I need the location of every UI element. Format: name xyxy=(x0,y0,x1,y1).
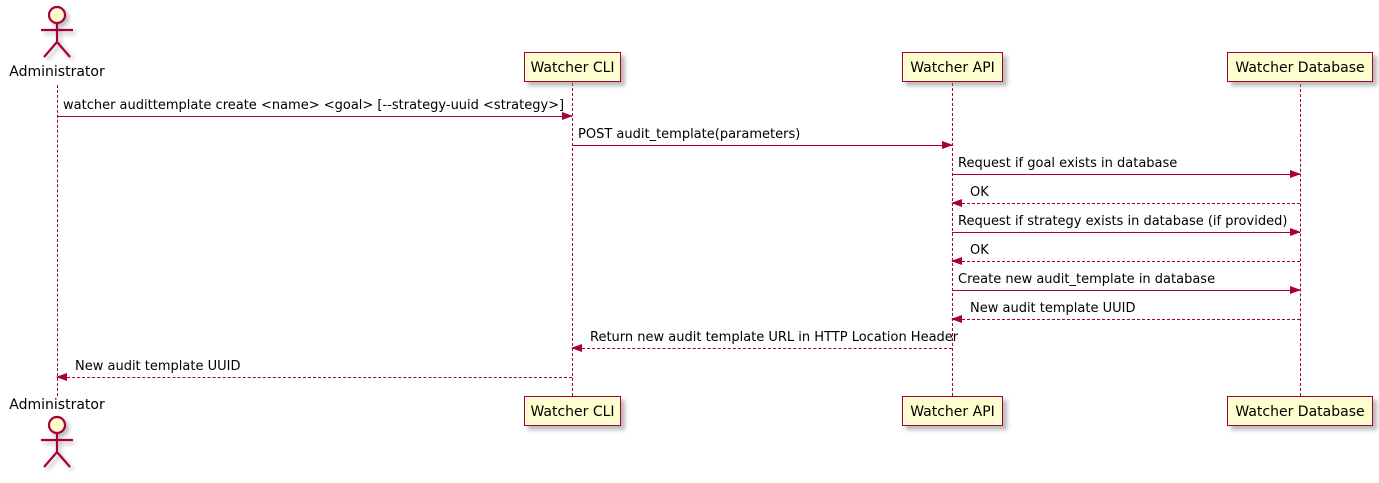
participant-watcher-cli-top: Watcher CLI xyxy=(524,52,621,82)
message-label: Create new audit_template in database xyxy=(958,272,1216,287)
administrator-label-bottom: Administrator xyxy=(9,397,105,413)
message-label: Request if strategy exists in database (… xyxy=(958,214,1288,229)
lifeline-watcher-api xyxy=(952,83,953,396)
participant-watcher-cli-bottom: Watcher CLI xyxy=(524,396,621,426)
message-label: Return new audit template URL in HTTP Lo… xyxy=(590,330,959,345)
message-arrow xyxy=(952,286,1301,294)
arrowhead-right-icon xyxy=(562,112,573,120)
message-post-audit-template: POST audit_template(parameters) xyxy=(572,127,953,149)
message-request-goal-exists: Request if goal exists in database xyxy=(952,156,1301,178)
arrowhead-left-icon xyxy=(951,257,962,265)
message-label: Request if goal exists in database xyxy=(958,156,1178,171)
arrowhead-right-icon xyxy=(1290,228,1301,236)
lifeline-watcher-cli xyxy=(572,83,573,396)
message-new-uuid-to-admin: New audit template UUID xyxy=(56,359,572,381)
lifeline-watcher-database xyxy=(1300,84,1301,396)
message-arrow xyxy=(952,228,1301,236)
message-label: OK xyxy=(970,243,989,258)
message-arrow xyxy=(952,170,1301,178)
administrator-label-top: Administrator xyxy=(9,64,105,80)
message-new-uuid-from-db: New audit template UUID xyxy=(951,301,1300,323)
message-arrow xyxy=(951,257,1300,265)
message-arrow xyxy=(951,315,1300,323)
arrowhead-right-icon xyxy=(1290,286,1301,294)
message-create-audittemplate: watcher audittemplate create <name> <goa… xyxy=(57,98,573,120)
message-label: POST audit_template(parameters) xyxy=(578,127,801,142)
message-ok-strategy: OK xyxy=(951,243,1300,265)
message-create-in-database: Create new audit_template in database xyxy=(952,272,1301,294)
message-arrow xyxy=(56,373,572,381)
message-label: New audit template UUID xyxy=(75,359,241,374)
participant-watcher-database-top: Watcher Database xyxy=(1227,52,1373,82)
administrator-actor-icon xyxy=(41,5,73,58)
participant-watcher-database-bottom: Watcher Database xyxy=(1227,396,1373,426)
arrowhead-left-icon xyxy=(571,344,582,352)
arrowhead-left-icon xyxy=(951,199,962,207)
arrowhead-right-icon xyxy=(1290,170,1301,178)
message-label: New audit template UUID xyxy=(970,301,1136,316)
message-arrow xyxy=(951,199,1300,207)
participant-watcher-api-top: Watcher API xyxy=(902,52,1003,82)
participant-watcher-api-bottom: Watcher API xyxy=(902,396,1003,426)
message-arrow xyxy=(571,344,952,352)
arrowhead-left-icon xyxy=(56,373,67,381)
administrator-actor-icon xyxy=(41,415,73,468)
message-arrow xyxy=(572,141,953,149)
message-return-url-location-header: Return new audit template URL in HTTP Lo… xyxy=(571,330,959,352)
arrowhead-right-icon xyxy=(942,141,953,149)
lifeline-administrator xyxy=(57,85,58,396)
message-ok-goal: OK xyxy=(951,185,1300,207)
message-label: OK xyxy=(970,185,989,200)
arrowhead-left-icon xyxy=(951,315,962,323)
message-arrow xyxy=(57,112,573,120)
message-label: watcher audittemplate create <name> <goa… xyxy=(63,98,565,113)
message-request-strategy-exists: Request if strategy exists in database (… xyxy=(952,214,1301,236)
